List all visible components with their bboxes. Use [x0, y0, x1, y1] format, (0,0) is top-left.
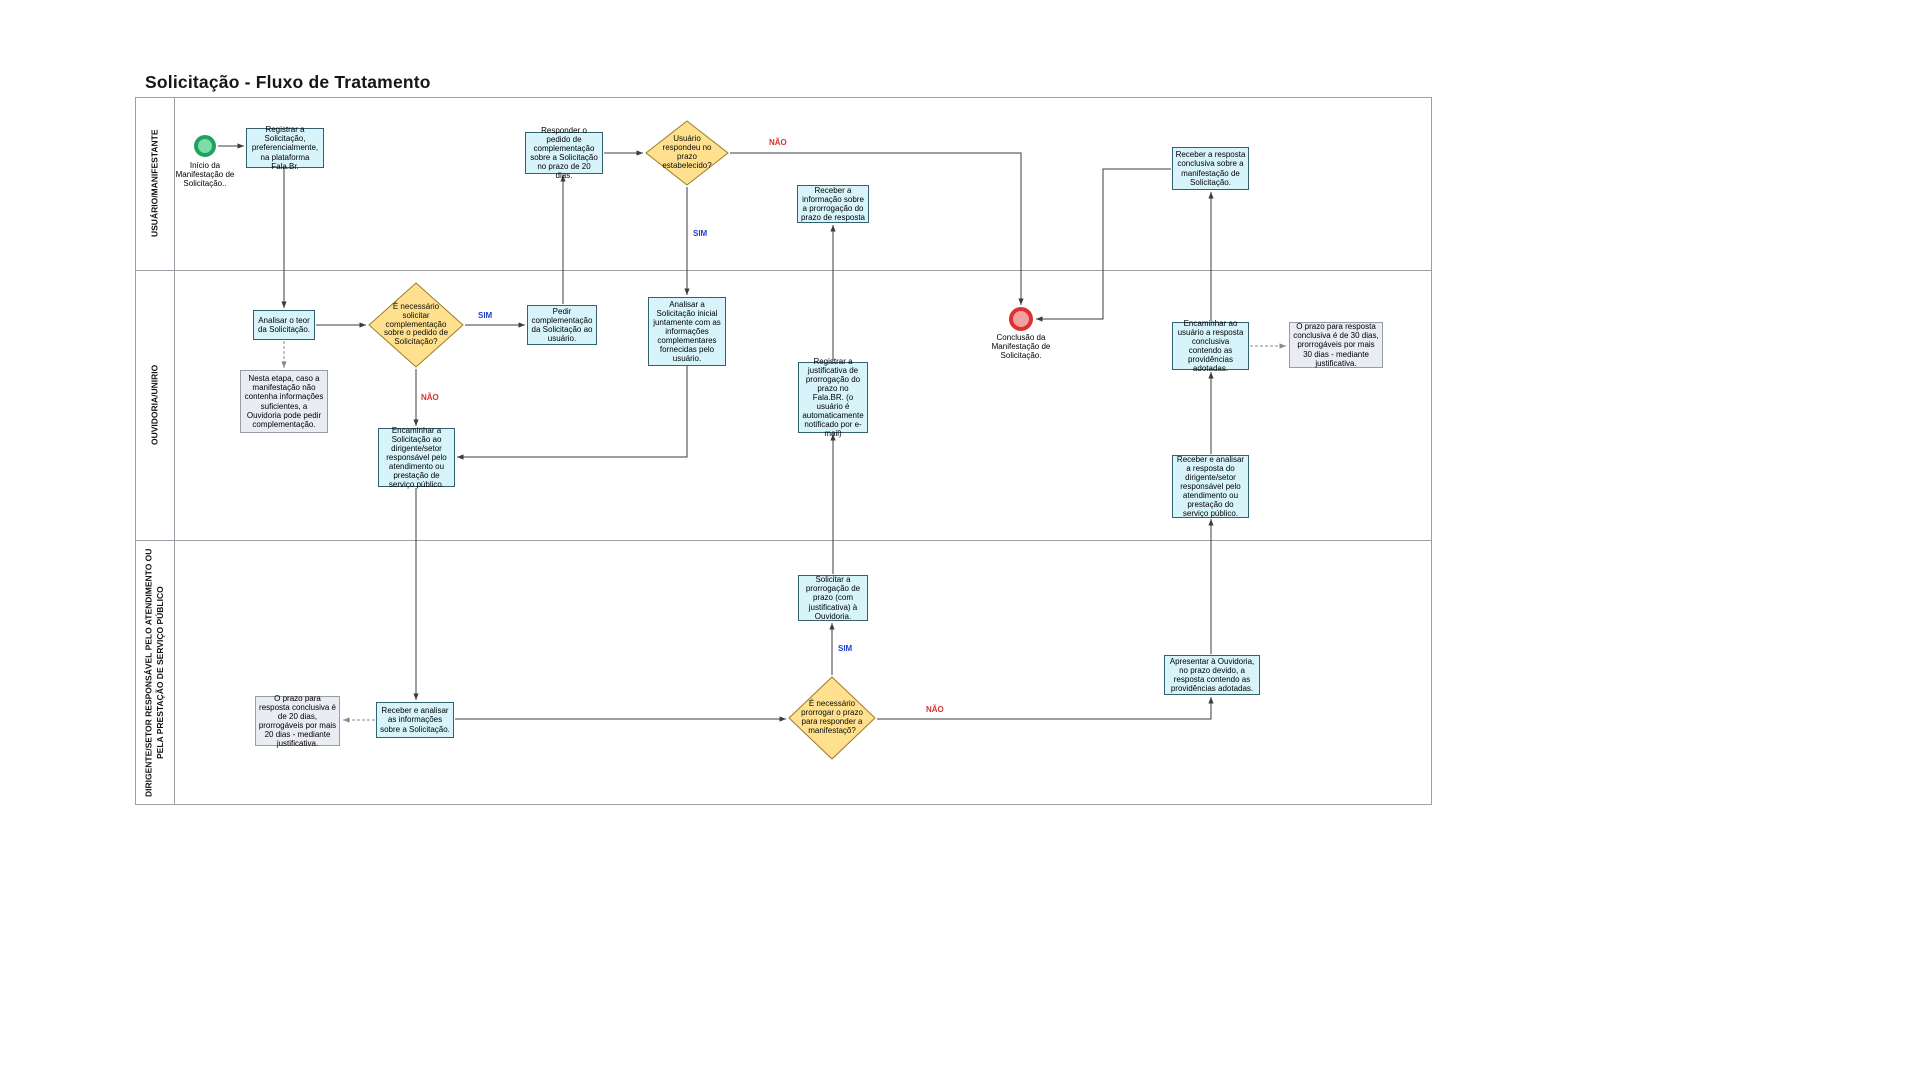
task-registrar-solicitacao: Registrar a Solicitação, preferencialmen… [246, 125, 324, 171]
lane-divider-1 [135, 270, 1432, 271]
task-apresentar-ouvidoria: Apresentar à Ouvidoria, no prazo devido,… [1164, 655, 1260, 695]
task-receber-analisar-resposta-dirigente: Receber e analisar a resposta do dirigen… [1172, 455, 1249, 518]
gateway-necessario-prorrogar-label: É necessário prorrogar o prazo para resp… [801, 699, 863, 735]
pool-frame [135, 97, 1432, 805]
start-event-label: Início da Manifestação de Solicitação.. [175, 161, 235, 189]
task-analisar-solicitacao-inicial: Analisar a Solicitação inicial juntament… [648, 297, 726, 366]
note-prazo-20-dias: O prazo para resposta conclusiva é de 20… [255, 694, 340, 748]
task-receber-info-prorrogacao: Receber a informação sobre a prorrogação… [797, 185, 869, 223]
end-event-label: Conclusão da Manifestação de Solicitação… [991, 333, 1051, 361]
edge-gateway-respondeu-nao-to-end [730, 152, 1024, 305]
task-receber-resposta-conclusiva: Receber a resposta conclusiva sobre a ma… [1172, 147, 1249, 190]
task-registrar-justificativa-prorrogacao: Registrar a justificativa de prorrogação… [798, 357, 868, 438]
task-analisar-teor: Analisar o teor da Solicitação. [253, 310, 315, 340]
edge-label-nao-complementacao: NÃO [420, 393, 440, 402]
note-complementacao: Nesta etapa, caso a manifestação não con… [240, 370, 328, 433]
end-event [1009, 307, 1033, 331]
task-pedir-complementacao: Pedir complementação da Solicitação ao u… [527, 305, 597, 345]
gateway-necessario-complementacao: É necessário solicitar complementação so… [368, 282, 464, 368]
edge-label-nao-respondeu: NÃO [768, 138, 788, 147]
edge-label-sim-complementacao: SIM [477, 311, 494, 320]
edge-receber-resposta-to-end [1036, 168, 1171, 322]
edge-label-nao-prorrogar: NÃO [925, 705, 945, 714]
page-title: Solicitação - Fluxo de Tratamento [145, 72, 431, 92]
task-solicitar-prorrogacao: Solicitar a prorrogação de prazo (com ju… [798, 575, 868, 621]
edge-gateway-prorrogar-nao-to-apresentar [877, 697, 1214, 720]
task-responder-pedido-complementacao: Responder o pedido de complementação sob… [525, 126, 603, 180]
lane-label-column [135, 97, 175, 805]
gateway-necessario-prorrogar: É necessário prorrogar o prazo para resp… [788, 676, 876, 760]
note-prazo-30-dias: O prazo para resposta conclusiva é de 30… [1289, 322, 1383, 368]
edge-label-sim-respondeu: SIM [692, 229, 709, 238]
edge-analisar-inicial-to-encaminhar [457, 366, 688, 460]
gateway-necessario-complementacao-label: É necessário solicitar complementação so… [383, 301, 449, 347]
task-encaminhar-usuario-resposta: Encaminhar ao usuário a resposta conclus… [1172, 319, 1249, 373]
gateway-usuario-respondeu: Usuário respondeu no prazo estabelecido? [645, 120, 729, 186]
gateway-usuario-respondeu-label: Usuário respondeu no prazo estabelecido? [662, 134, 712, 170]
task-receber-analisar-informacoes: Receber e analisar as informações sobre … [376, 702, 454, 738]
start-event [194, 135, 216, 157]
task-encaminhar-dirigente: Encaminhar a Solicitação ao dirigente/se… [378, 426, 455, 489]
edge-label-sim-prorrogar: SIM [837, 644, 854, 653]
lane-divider-2 [135, 540, 1432, 541]
